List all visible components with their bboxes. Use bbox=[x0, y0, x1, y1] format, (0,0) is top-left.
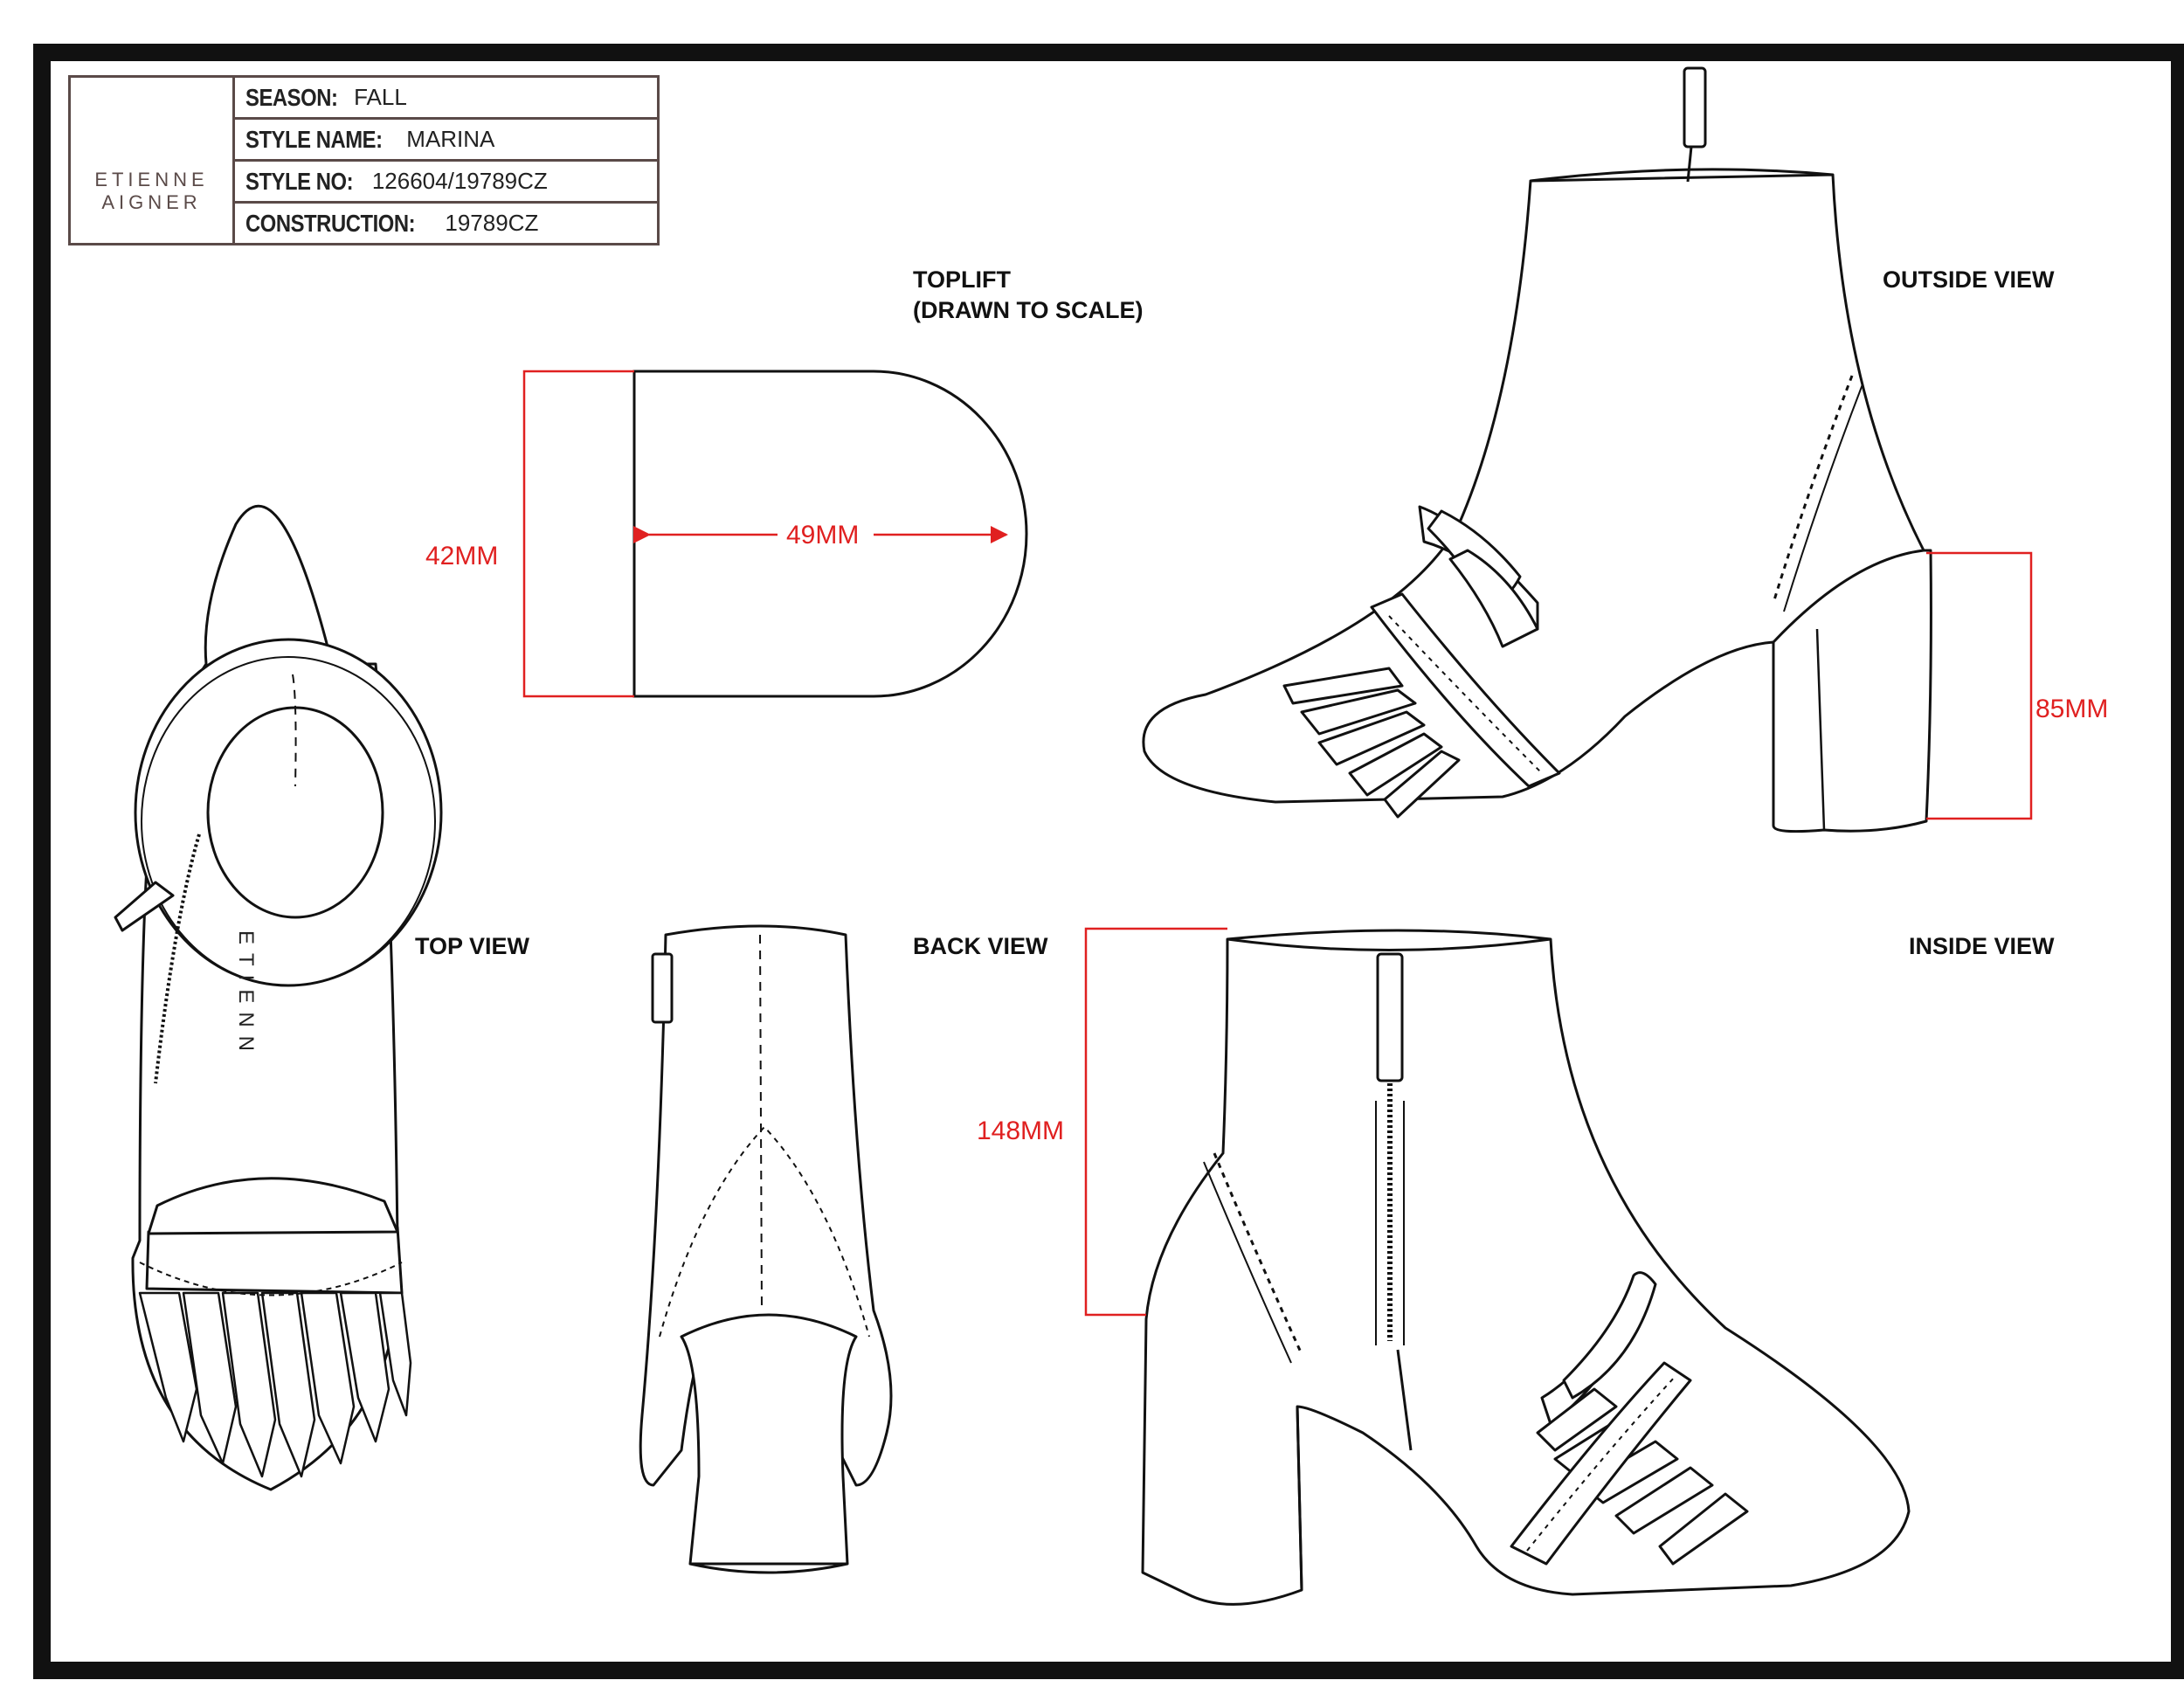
back-view-label: BACK VIEW bbox=[913, 933, 1048, 959]
style-name-value: MARINA bbox=[406, 126, 495, 152]
spec-table: SEASON: FALL STYLE NAME: MARINA STYLE NO… bbox=[235, 78, 657, 243]
heel-height-dimension bbox=[1926, 551, 2033, 820]
inside-view-label: INSIDE VIEW bbox=[1909, 933, 2055, 959]
construction-value: 19789CZ bbox=[445, 210, 539, 236]
top-view-label: TOP VIEW bbox=[415, 933, 530, 959]
style-no-label: STYLE NO: bbox=[245, 167, 354, 195]
toplift-dimensions bbox=[522, 370, 1008, 698]
heel-height-dimension-label: 85MM bbox=[2035, 695, 2109, 723]
toplift-scale-note: (DRAWN TO SCALE) bbox=[913, 297, 1144, 323]
season-row: SEASON: FALL bbox=[235, 78, 657, 120]
toplift-height-dimension-label: 42MM bbox=[425, 542, 499, 570]
toplift-width-dimension-label: 49MM bbox=[784, 521, 862, 550]
brand-name-line2: AIGNER bbox=[101, 190, 202, 213]
sheet-border bbox=[33, 44, 2184, 1679]
brand-name-line1: ETIENNE bbox=[94, 168, 209, 190]
season-value: FALL bbox=[354, 84, 407, 110]
style-name-row: STYLE NAME: MARINA bbox=[235, 120, 657, 162]
inside-view-boot bbox=[1141, 929, 1911, 1606]
toplift-label: TOPLIFT bbox=[913, 266, 1011, 293]
insole-brand-print: ETIENN bbox=[234, 930, 258, 1061]
style-no-row: STYLE NO: 126604/19789CZ bbox=[235, 162, 657, 204]
outside-view-boot bbox=[1142, 66, 1932, 833]
construction-label: CONSTRUCTION: bbox=[245, 209, 416, 237]
construction-row: CONSTRUCTION: 19789CZ bbox=[235, 204, 657, 243]
title-block: ETIENNE AIGNER SEASON: FALL STYLE NAME: … bbox=[68, 75, 660, 245]
style-name-label: STYLE NAME: bbox=[245, 125, 383, 153]
shaft-height-dimension bbox=[1084, 927, 1227, 1317]
shaft-height-dimension-label: 148MM bbox=[977, 1117, 1065, 1145]
top-view-boot bbox=[114, 504, 443, 1491]
season-label: SEASON: bbox=[245, 83, 338, 111]
style-no-value: 126604/19789CZ bbox=[371, 168, 548, 194]
outside-view-label: OUTSIDE VIEW bbox=[1883, 266, 2055, 293]
brand-logo: ETIENNE AIGNER bbox=[71, 78, 235, 243]
back-view-boot bbox=[639, 924, 893, 1574]
